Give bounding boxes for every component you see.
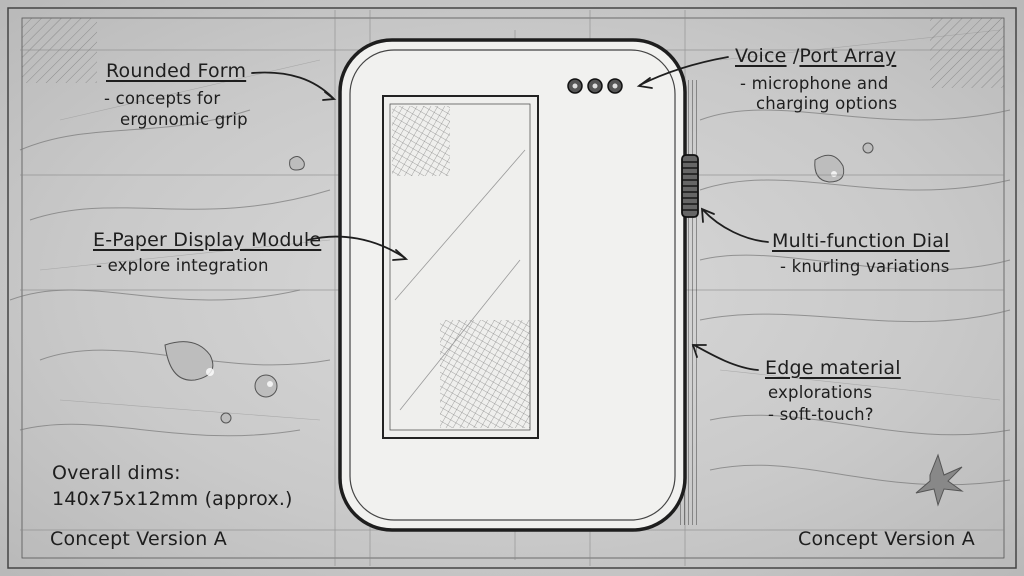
device-bezel bbox=[349, 49, 676, 521]
voice-port-line1: - microphone and bbox=[740, 74, 889, 93]
arrow-dial bbox=[702, 209, 769, 243]
edge-material-line1: explorations bbox=[768, 383, 873, 402]
display-hatch-bottom bbox=[440, 320, 530, 428]
water-droplets bbox=[164, 142, 964, 507]
dial-title: Multi-function Dial bbox=[772, 230, 950, 252]
arrow-voice-port bbox=[639, 56, 729, 86]
inner-frame bbox=[21, 17, 1005, 559]
e-paper-line1: - explore integration bbox=[96, 256, 269, 275]
voice-port-line2: charging options bbox=[756, 94, 898, 113]
marble-streaks bbox=[9, 109, 1011, 486]
e-paper-title: E-Paper Display Module bbox=[93, 229, 322, 251]
overall-dims-label: Overall dims: bbox=[52, 462, 181, 484]
corner-hatch-top-right bbox=[930, 18, 1004, 88]
overall-dims-value: 140x75x12mm (approx.) bbox=[52, 488, 293, 510]
corner-hatch-top-left bbox=[22, 18, 97, 83]
multi-function-dial bbox=[681, 154, 699, 218]
port-array bbox=[567, 78, 623, 94]
rounded-form-line1: - concepts for bbox=[104, 89, 221, 108]
voice-port-title-a: Voice bbox=[735, 45, 787, 67]
arrow-e-paper bbox=[307, 235, 406, 259]
arrow-edge-material bbox=[693, 344, 759, 371]
voice-port-title: Voice /Port Array bbox=[735, 45, 896, 67]
rounded-form-line2: ergonomic grip bbox=[120, 110, 248, 129]
voice-port-title-b: Port Array bbox=[799, 45, 897, 67]
display-hatch-top bbox=[392, 106, 450, 176]
edge-material-line2: - soft-touch? bbox=[768, 405, 874, 424]
version-label-left: Concept Version A bbox=[50, 528, 227, 550]
edge-material-title: Edge material bbox=[765, 357, 901, 379]
dial-line1: - knurling variations bbox=[780, 257, 950, 276]
outer-frame bbox=[7, 7, 1017, 569]
voice-port-title-sep: / bbox=[792, 45, 800, 67]
version-label-right: Concept Version A bbox=[798, 528, 975, 550]
callout-arrows bbox=[251, 56, 769, 371]
rounded-form-title: Rounded Form bbox=[106, 60, 247, 82]
